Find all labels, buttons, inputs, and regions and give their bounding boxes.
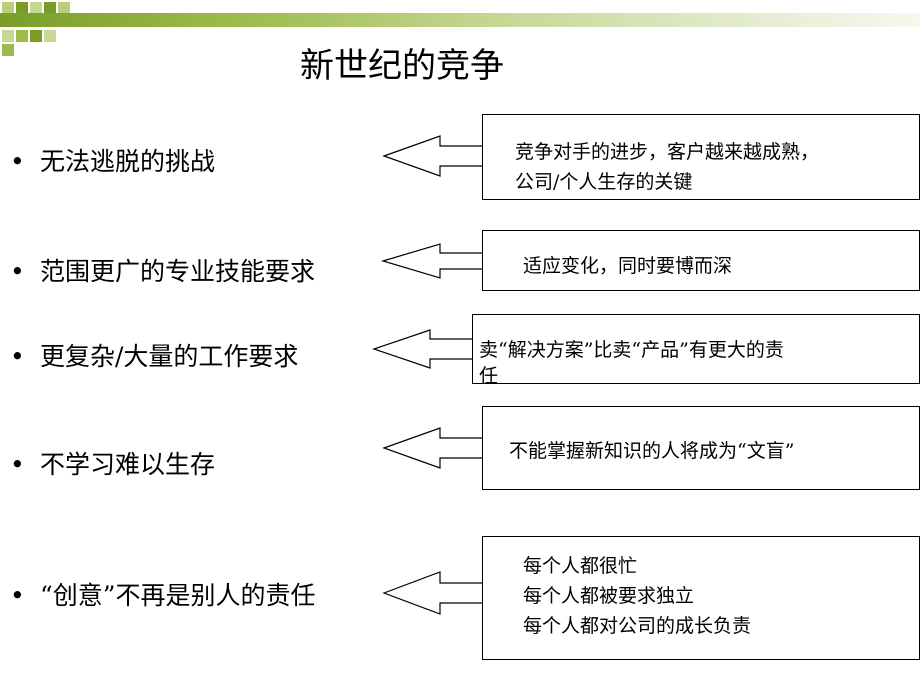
note-line: 每个人都对公司的成长负责 [523, 615, 752, 637]
note-line: 每个人都很忙 [523, 555, 638, 577]
bullet-mark: • [10, 581, 25, 610]
bullet-mark: • [10, 342, 25, 371]
note-line: 不能掌握新知识的人将成为“文盲” [509, 440, 795, 462]
note-line: 卖“解决方案”比卖“产品”有更大的责 [479, 339, 784, 361]
bullet-text: “创意”不再是别人的责任 [40, 581, 316, 610]
bullet-text: 更复杂/大量的工作要求 [40, 342, 299, 371]
note-box: 不能掌握新知识的人将成为“文盲” [482, 406, 920, 490]
slide-title: 新世纪的竞争 [300, 46, 504, 86]
bullet-mark: • [10, 257, 25, 286]
bullet-mark: • [10, 450, 25, 479]
note-box: 适应变化，同时要博而深 [482, 230, 920, 291]
arrow-1 [382, 135, 486, 177]
note-line: 竞争对手的进步，客户越来越成熟， [515, 141, 820, 163]
bullet-text: 不学习难以生存 [40, 450, 216, 479]
note-line: 公司/个人生存的关键 [515, 171, 693, 193]
note-box: 竞争对手的进步，客户越来越成熟， 公司/个人生存的关键 [482, 114, 920, 200]
bullet-text: 无法逃脱的挑战 [40, 147, 216, 176]
bullet-item: • 无法逃脱的挑战 [10, 142, 215, 178]
bullet-item: • 不学习难以生存 [10, 445, 215, 481]
arrow-2 [380, 243, 486, 279]
bullet-item: • “创意”不再是别人的责任 [10, 576, 316, 612]
arrow-5 [382, 571, 486, 615]
header-bar [0, 13, 920, 27]
bullet-item: • 更复杂/大量的工作要求 [10, 337, 298, 373]
bullet-text: 范围更广的专业技能要求 [40, 257, 316, 286]
arrow-4 [382, 427, 486, 469]
corner-decoration [0, 0, 920, 60]
bullet-item: • 范围更广的专业技能要求 [10, 252, 315, 288]
note-line: 任 [479, 365, 499, 387]
note-line: 适应变化，同时要博而深 [523, 255, 733, 277]
bullet-mark: • [10, 147, 25, 176]
arrow-3 [372, 329, 476, 369]
note-box: 每个人都很忙 每个人都被要求独立 每个人都对公司的成长负责 [482, 536, 920, 660]
note-box: 卖“解决方案”比卖“产品”有更大的责 任 [472, 314, 920, 387]
note-line: 每个人都被要求独立 [523, 585, 695, 607]
